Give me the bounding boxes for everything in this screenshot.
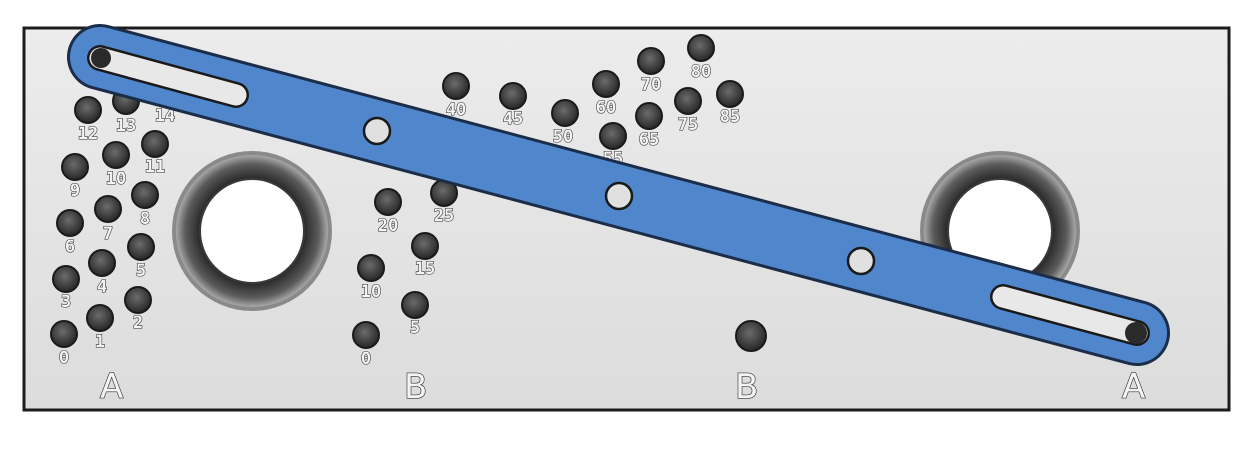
group-b-hole-label-45: 45 [503,109,523,129]
group-a-hole-label-12: 12 [78,124,98,144]
arm-hole-1 [362,116,392,146]
group-a-hole-label-4: 4 [97,277,107,297]
group-a-hole-label-1: 1 [95,332,105,352]
group-a-hole-label-9: 9 [70,181,80,201]
group-a-hole-label-5: 5 [136,261,146,281]
group-b-hole-20 [374,188,402,216]
group-b-hole-label-10: 10 [361,282,381,302]
group-a-hole-2 [124,286,152,314]
group-b-hole-label-70: 70 [641,75,661,95]
group-b-hole-label-20: 20 [378,216,398,236]
group-b-hole-55 [599,122,627,150]
group-a-hole-label-10: 10 [106,169,126,189]
label-a-right: A [1122,367,1145,407]
group-a-hole-12 [74,96,102,124]
group-b-hole-label-60: 60 [596,98,616,118]
group-b-hole-label-85: 85 [720,107,740,127]
group-b-hole-70 [637,47,665,75]
arm-hole-3 [846,246,876,276]
group-a-hole-11 [141,130,169,158]
group-b-hole-label-65: 65 [639,130,659,150]
group-b-hole-label-80: 80 [691,62,711,82]
group-a-hole-3 [52,265,80,293]
group-b-hole-75 [674,87,702,115]
group-b-hole-label-40: 40 [446,100,466,120]
group-a-hole-label-14: 14 [155,106,175,126]
group-a-hole-5 [127,233,155,261]
large-bore-left [172,151,332,311]
group-a-hole-8 [131,181,159,209]
group-a-hole-6 [56,209,84,237]
group-a-hole-label-3: 3 [61,292,71,312]
group-b-hole-10 [357,254,385,282]
group-a-hole-label-7: 7 [103,224,113,244]
group-a-hole-0 [50,320,78,348]
group-a-hole-label-2: 2 [133,313,143,333]
group-b-hole-label-75: 75 [678,115,698,135]
group-b-hole-label-25: 25 [434,206,454,226]
group-a-hole-1 [86,304,114,332]
group-a-hole-label-6: 6 [65,237,75,257]
group-b-hole-60 [592,70,620,98]
label-b-right: B [735,367,758,407]
group-b-hole-45 [499,82,527,110]
label-a-left: A [100,367,123,407]
group-b-hole-85 [716,80,744,108]
group-b-hole-label-15: 15 [415,259,435,279]
group-b-hole-label-0: 0 [361,349,371,369]
group-b-hole-label-5: 5 [410,318,420,338]
group-b-hole-0 [352,321,380,349]
group-b-hole-65 [635,102,663,130]
arm-hole-2 [604,181,634,211]
group-a-hole-9 [61,153,89,181]
group-b-hole-5 [401,291,429,319]
label-b-left: B [404,367,427,407]
group-b-hole-label-50: 50 [553,127,573,147]
group-a-hole-label-8: 8 [140,209,150,229]
group-b-hole-80 [687,34,715,62]
single-hole [735,320,767,352]
group-a-hole-label-0: 0 [59,348,69,368]
group-a-hole-10 [102,141,130,169]
group-b-hole-50 [551,99,579,127]
group-a-hole-4 [88,249,116,277]
group-a-hole-7 [94,195,122,223]
blue-arm [67,24,1170,366]
group-a-hole-label-13: 13 [116,116,136,136]
group-a-hole-label-11: 11 [145,157,165,177]
group-b-hole-40 [442,72,470,100]
group-b-hole-15 [411,232,439,260]
